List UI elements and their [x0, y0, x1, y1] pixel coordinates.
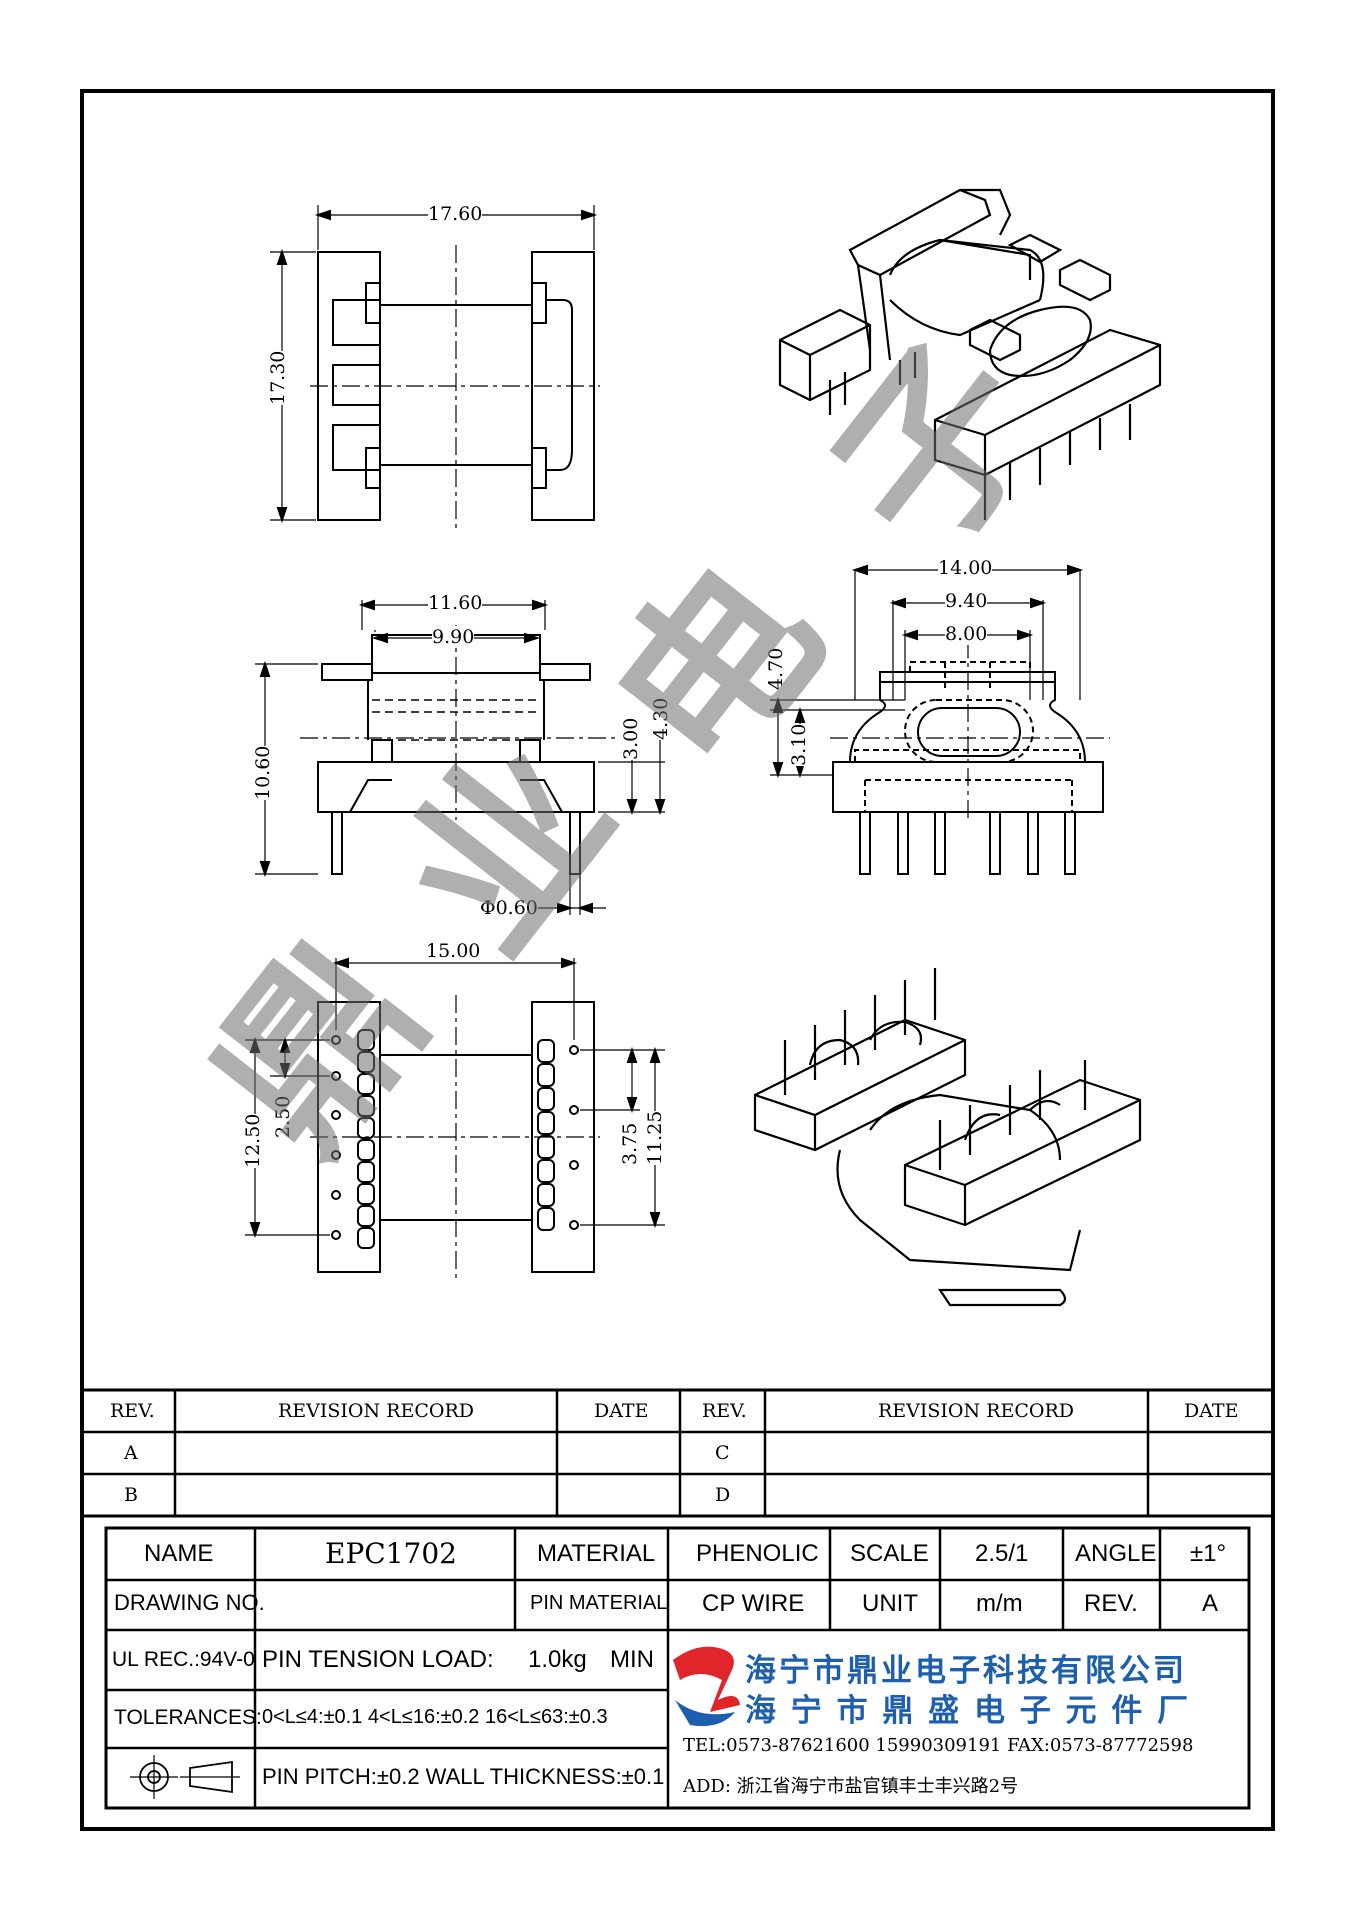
scale-value: 2.5/1 — [975, 1540, 1029, 1567]
unit-value: m/m — [976, 1590, 1023, 1617]
top-view — [270, 205, 600, 530]
dim-side-w1: 14.00 — [938, 557, 993, 579]
company-name-line1: 海宁市鼎业电子科技有限公司 — [745, 1653, 1187, 1689]
pin-tension-value: 1.0kg — [528, 1646, 587, 1673]
pin-pitch: PIN PITCH:±0.2 WALL THICKNESS:±0.1 — [262, 1764, 665, 1789]
isometric-view-bottom — [753, 968, 1142, 1307]
company-address: ADD: 浙江省海宁市盐官镇丰士丰兴路2号 — [683, 1776, 1019, 1797]
company-name-line2: 海 宁 市 鼎 盛 电 子 元 件 厂 — [745, 1693, 1191, 1729]
rev-header-1: REV. — [110, 1400, 155, 1422]
pin-material-label: PIN MATERIAL — [530, 1592, 668, 1614]
unit-label: UNIT — [862, 1590, 918, 1617]
angle-value: ±1° — [1190, 1540, 1227, 1567]
revision-record-header-2: REVISION RECORD — [878, 1400, 1074, 1422]
dim-pin-diameter: Φ0.60 — [480, 897, 538, 919]
pin-tension-label: PIN TENSION LOAD: — [262, 1646, 494, 1673]
material-label: MATERIAL — [537, 1540, 656, 1567]
dim-top-height: 17.30 — [267, 350, 289, 405]
table-lines — [82, 1388, 1273, 1810]
pin-tension-unit: MIN — [610, 1646, 654, 1673]
rev-header-2: REV. — [702, 1400, 747, 1422]
name-value: EPC1702 — [325, 1537, 457, 1570]
date-header-2: DATE — [1184, 1400, 1239, 1422]
tolerances-label: TOLERANCES: — [114, 1706, 262, 1729]
dim-front-outer: 11.60 — [428, 592, 483, 614]
drawing-frame — [80, 89, 1275, 1831]
dim-bottom-right-pitch: 3.75 — [619, 1122, 641, 1165]
projection-symbol-icon — [130, 1755, 240, 1799]
dim-front-height: 10.60 — [252, 745, 274, 800]
pin-material-value: CP WIRE — [702, 1590, 805, 1617]
dim-bottom-width: 15.00 — [426, 940, 481, 962]
dim-side-w3: 8.00 — [945, 623, 988, 645]
company-logo-icon — [673, 1646, 740, 1727]
drawing-no-label: DRAWING NO. — [114, 1590, 265, 1615]
bottom-view — [245, 957, 665, 1280]
side-view — [770, 564, 1110, 875]
rev-c: C — [715, 1442, 730, 1464]
name-label: NAME — [144, 1540, 214, 1567]
rev-value: A — [1202, 1590, 1219, 1617]
company-tel: TEL:0573-87621600 15990309191 FAX:0573-8… — [683, 1735, 1194, 1756]
angle-label: ANGLE — [1075, 1540, 1157, 1567]
rev-label: REV. — [1084, 1590, 1138, 1617]
dim-top-width: 17.60 — [428, 203, 483, 225]
rev-b: B — [124, 1484, 138, 1506]
pin-slots-left — [357, 1029, 375, 1249]
date-header-1: DATE — [594, 1400, 649, 1422]
revision-record-header-1: REVISION RECORD — [278, 1400, 474, 1422]
ul-rec: UL REC.:94V-0 — [112, 1648, 255, 1671]
dim-side-w2: 9.40 — [945, 590, 988, 612]
rev-d: D — [715, 1484, 731, 1506]
isometric-view-top — [778, 188, 1162, 520]
scale-label: SCALE — [850, 1540, 929, 1567]
pin-holes — [331, 1035, 579, 1240]
tolerances-value: 0<L≤4:±0.1 4<L≤16:±0.2 16<L≤63:±0.3 — [262, 1706, 608, 1728]
pin-slots-right — [537, 1039, 555, 1231]
rev-a: A — [124, 1442, 138, 1464]
material-value: PHENOLIC — [696, 1540, 819, 1567]
dim-bottom-right-span: 11.25 — [644, 1110, 666, 1165]
dim-front-inner: 9.90 — [432, 626, 475, 648]
